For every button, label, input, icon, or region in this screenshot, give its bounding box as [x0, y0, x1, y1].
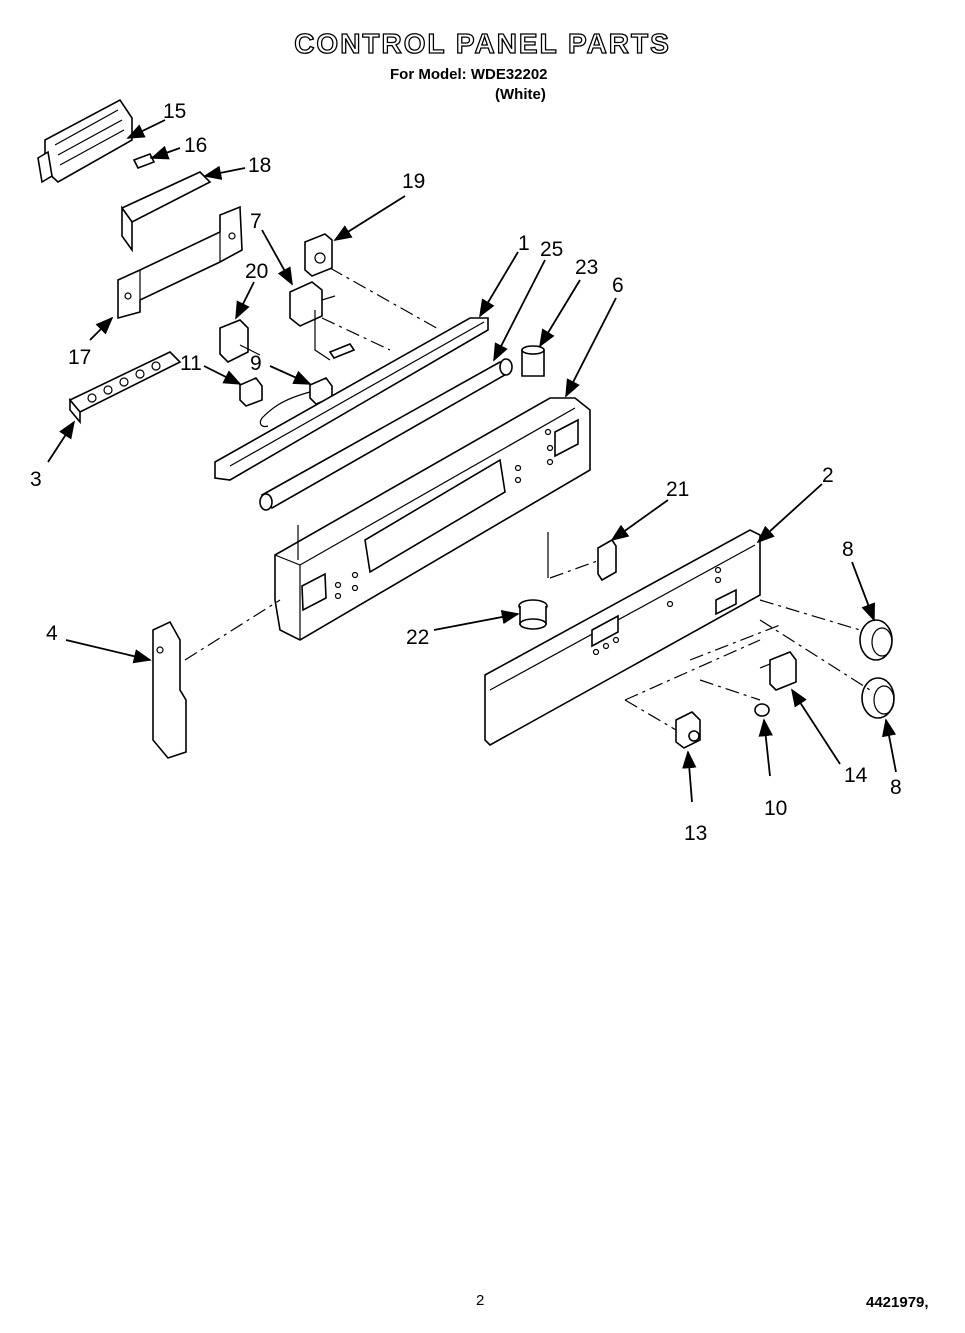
model-line: For Model: WDE32202: [390, 66, 548, 83]
callout-14: 14: [844, 764, 868, 787]
callout-16: 16: [184, 134, 207, 157]
part-18-lens: [120, 171, 212, 253]
part-1-trim: [214, 317, 489, 481]
part-3-button-strip: [68, 351, 182, 425]
part-11-clip: [239, 377, 263, 407]
document-code: 4421979,: [866, 1294, 929, 1311]
part-13-switch: [675, 711, 701, 749]
part-25-lamp-tube: [259, 358, 513, 511]
callout-20: 20: [245, 260, 268, 283]
assembly-lines: [184, 267, 871, 731]
callout-labels: 15 16 18 19 7 1 25 23 6 20 17 11 9 3 21 …: [30, 100, 902, 845]
callout-8-lower: 8: [890, 776, 902, 799]
part-8-knob-upper: [859, 619, 893, 661]
part-19-switch: [304, 233, 333, 277]
part-10-indicator-light: [754, 703, 770, 717]
part-23-starter: [521, 345, 545, 377]
part-2-front-panel: [484, 529, 761, 746]
callout-18: 18: [248, 154, 271, 177]
callout-11: 11: [180, 352, 202, 375]
callout-4: 4: [46, 622, 58, 645]
callout-6: 6: [612, 274, 624, 297]
callout-15: 15: [163, 100, 186, 123]
part-6-console-housing: [274, 397, 591, 641]
part-14-switch: [759, 651, 797, 691]
part-4-end-cap: [152, 620, 187, 759]
part-15-control-board: [37, 98, 133, 184]
page-number: 2: [476, 1292, 485, 1309]
part-9-wire-harness: [259, 377, 333, 428]
part-21-bracket: [597, 538, 617, 582]
callout-17: 17: [68, 346, 91, 369]
callout-22: 22: [406, 626, 429, 649]
callout-9: 9: [250, 352, 262, 375]
callout-3: 3: [30, 468, 42, 491]
leader-arrows: [47, 119, 897, 803]
callout-1: 1: [518, 232, 530, 255]
callout-23: 23: [575, 256, 598, 279]
variant-label: (White): [495, 86, 546, 103]
page-title: CONTROL PANEL PARTS: [294, 27, 671, 59]
callout-10: 10: [764, 797, 787, 820]
callout-7: 7: [250, 210, 262, 233]
part-20-switch: [219, 319, 261, 363]
callout-25: 25: [540, 238, 563, 261]
callout-13: 13: [684, 822, 707, 845]
part-7-thermostat: [289, 281, 356, 361]
callout-21: 21: [666, 478, 689, 501]
callout-19: 19: [402, 170, 425, 193]
callout-8-upper: 8: [842, 538, 854, 561]
part-17-bracket: [117, 205, 243, 320]
callout-2: 2: [822, 464, 834, 487]
part-22-lamp-socket: [518, 599, 548, 630]
part-8-knob-lower: [861, 677, 895, 719]
